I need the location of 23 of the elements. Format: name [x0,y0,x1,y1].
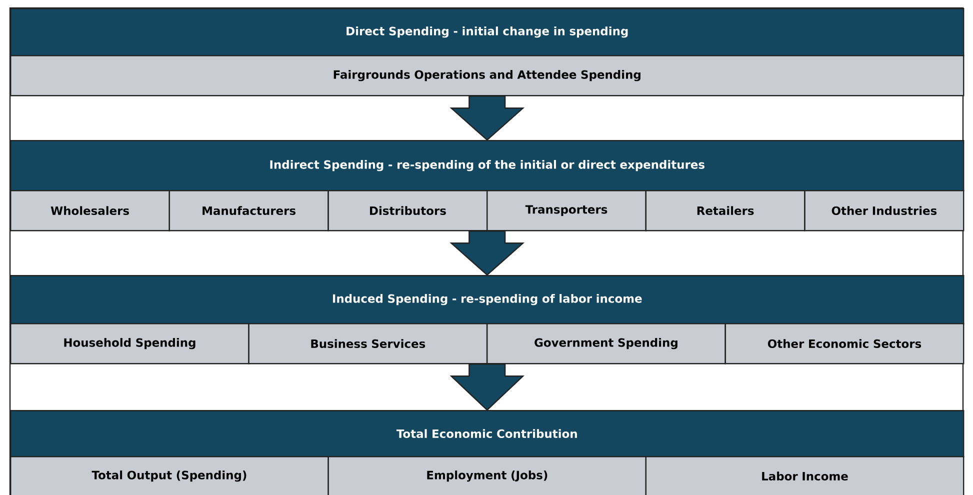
header-band: Total Economic Contribution [10,410,964,458]
category-cell: Transporters [486,190,646,232]
header-band: Induced Spending - re-spending of labor income [10,275,964,324]
header-band: Direct Spending - initial change in spending [10,8,964,56]
block-arrow [450,364,524,411]
category-cell: Manufacturers [168,190,329,232]
category-cell: Fairgrounds Operations and Attendee Spending [10,55,964,96]
category-cell: Other Industries [804,190,964,232]
category-cell: Labor Income [645,456,964,495]
category-cell: Distributors [328,190,488,232]
block-arrow [450,96,525,141]
category-cell: Other Economic Sectors [724,323,964,364]
node-label: Employment (Jobs) [427,470,548,482]
category-cell: Household Spending [10,323,250,364]
header-band: Indirect Spending - re-spending of the initial or direct expenditures [10,140,964,192]
category-cell: Employment (Jobs) [328,456,647,495]
category-cell: Wholesalers [10,190,170,232]
category-cell: Government Spending [486,323,726,364]
category-cell: Business Services [248,323,488,364]
block-arrow [450,230,525,276]
category-cell: Retailers [645,190,806,232]
node-label: Total Output (Spending) [92,470,246,482]
category-cell: Total Output (Spending) [10,456,329,495]
